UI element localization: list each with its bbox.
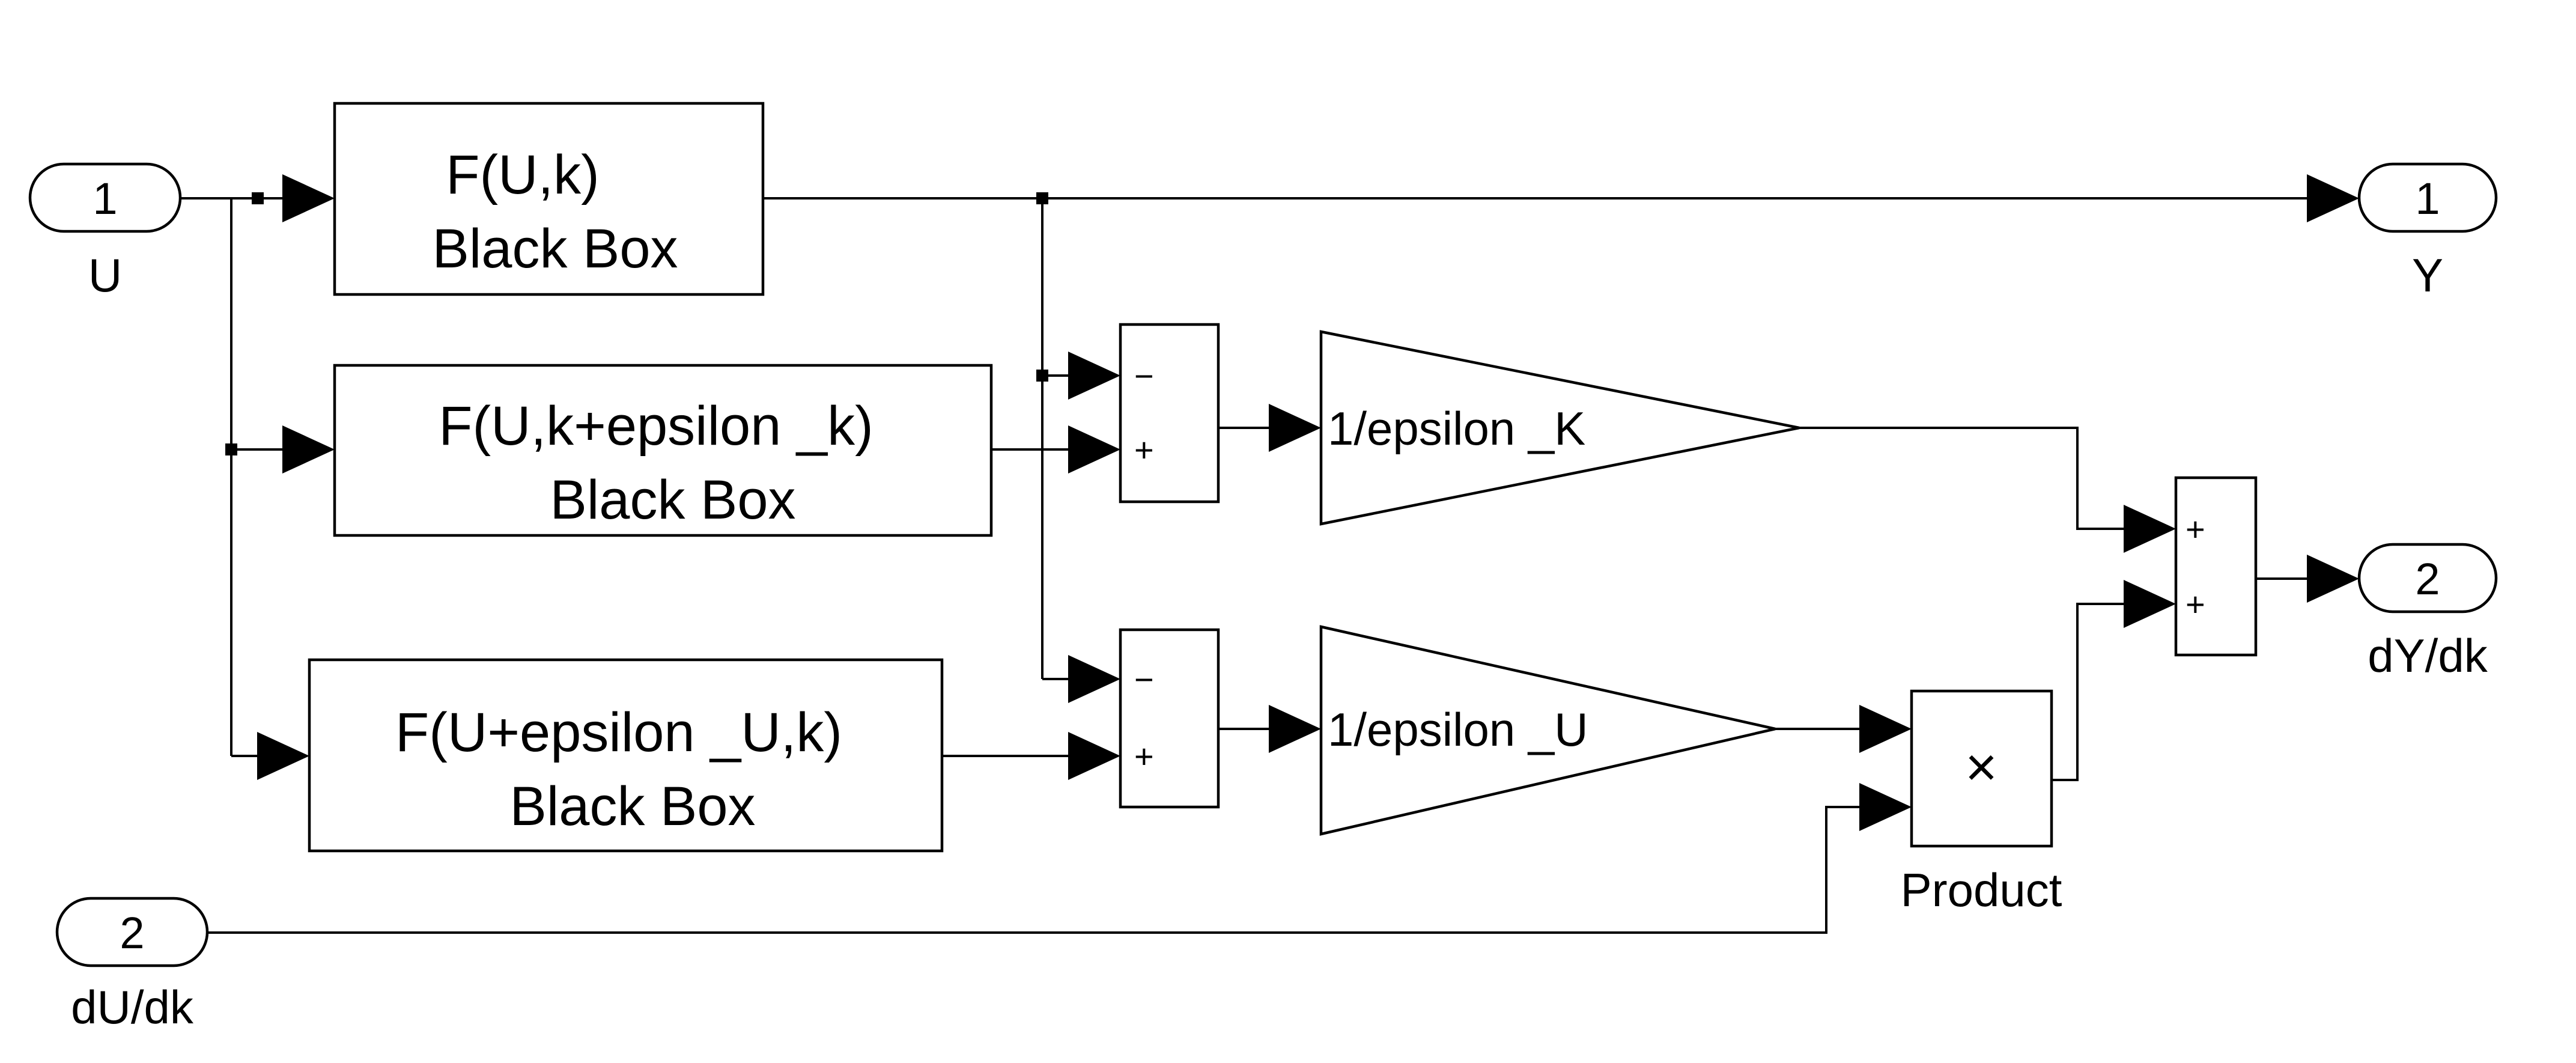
sum-block-k-shape — [1119, 323, 1220, 504]
black-box-fuk-title: F(U,k) — [446, 144, 599, 206]
gain-block-u-shape — [1319, 625, 1776, 836]
outport-2-label: dY/dk — [2368, 629, 2488, 682]
junction-dot — [1036, 370, 1048, 382]
arrowhead — [1068, 732, 1120, 780]
gain-block-k[interactable]: 1/epsilon _K — [1319, 330, 1800, 526]
arrowhead — [1859, 705, 1912, 753]
arrowhead — [2124, 505, 2176, 553]
sum-block-out-plus-bottom: + — [2186, 585, 2205, 623]
gain-block-k-value: 1/epsilon _K — [1328, 402, 1585, 455]
sum-block-u-shape — [1119, 628, 1220, 809]
black-box-fu-eps-u-k-shape — [308, 658, 944, 853]
sum-block-k-minus: − — [1134, 357, 1154, 395]
gain-block-u[interactable]: 1/epsilon _U — [1319, 625, 1776, 836]
junctions — [225, 192, 1048, 455]
outport-1-number: 1 — [2415, 174, 2440, 224]
arrowhead — [2307, 174, 2359, 222]
black-box-fuk-eps-k-title: F(U,k+epsilon _k) — [439, 395, 873, 457]
black-box-fuk[interactable]: F(U,k) Black Box — [333, 102, 765, 296]
arrowheads — [257, 174, 2359, 831]
wire-gaink-to-sumout — [1799, 427, 2124, 530]
inport-2[interactable]: 2 dU/dk — [55, 897, 209, 1034]
inport-2-label: dU/dk — [71, 981, 194, 1034]
black-box-fu-eps-u-k[interactable]: F(U+epsilon _U,k) Black Box — [308, 658, 944, 853]
junction-dot — [1036, 192, 1048, 204]
product-block-label: Product — [1901, 863, 2062, 916]
black-box-fuk-eps-k[interactable]: F(U,k+epsilon _k) Black Box — [333, 364, 993, 537]
wire-product-to-sumout — [2052, 603, 2124, 781]
sum-block-out[interactable]: + + — [2174, 476, 2258, 657]
sum-block-out-plus-top: + — [2186, 510, 2205, 548]
outport-2-number: 2 — [2415, 554, 2440, 604]
junction-dot — [252, 192, 264, 204]
inport-1-number: 1 — [93, 174, 117, 224]
outport-1-shape — [2357, 162, 2498, 233]
sum-block-u-plus: + — [1134, 737, 1154, 775]
junction-dot — [225, 443, 237, 455]
arrowhead — [2307, 555, 2359, 603]
product-block-shape — [1910, 689, 2053, 848]
sum-block-out-shape — [2174, 476, 2258, 657]
black-box-fu-eps-u-k-subtitle: Black Box — [509, 776, 755, 837]
sum-block-u[interactable]: − + — [1119, 628, 1220, 809]
black-box-fuk-eps-k-subtitle: Black Box — [550, 469, 795, 531]
sum-block-u-minus: − — [1134, 660, 1154, 698]
signal-lines — [180, 197, 2307, 934]
gain-block-k-shape — [1319, 330, 1800, 526]
arrowhead — [282, 425, 335, 474]
outport-2-shape — [2357, 543, 2498, 614]
inport-2-shape — [55, 897, 209, 967]
outport-2[interactable]: 2 dY/dk — [2357, 543, 2498, 682]
outport-1-label: Y — [2412, 249, 2443, 302]
inport-1[interactable]: 1 U — [28, 162, 182, 302]
arrowhead — [257, 732, 309, 780]
arrowhead — [282, 174, 335, 222]
arrowhead — [1859, 783, 1912, 831]
multiply-icon: × — [1965, 737, 1997, 798]
arrowhead — [1068, 352, 1120, 400]
sum-block-k[interactable]: − + — [1119, 323, 1220, 504]
black-box-fuk-subtitle: Black Box — [432, 218, 678, 279]
black-box-fu-eps-u-k-title: F(U+epsilon _U,k) — [395, 702, 842, 763]
arrowhead — [1269, 705, 1321, 753]
sum-block-k-plus: + — [1134, 431, 1154, 469]
arrowhead — [1068, 425, 1120, 474]
arrowhead — [2124, 580, 2176, 628]
gain-block-u-value: 1/epsilon _U — [1328, 703, 1588, 756]
inport-1-label: U — [88, 249, 122, 302]
inport-1-shape — [28, 162, 182, 233]
inport-2-number: 2 — [120, 908, 144, 958]
arrowhead — [1269, 404, 1321, 452]
wire-dudk-to-product — [207, 806, 1859, 934]
outport-1[interactable]: 1 Y — [2357, 162, 2498, 302]
arrowhead — [1068, 655, 1120, 703]
product-block[interactable]: × Product — [1901, 689, 2062, 916]
black-box-fuk-shape — [333, 102, 765, 296]
black-box-fuk-eps-k-shape — [333, 364, 993, 537]
